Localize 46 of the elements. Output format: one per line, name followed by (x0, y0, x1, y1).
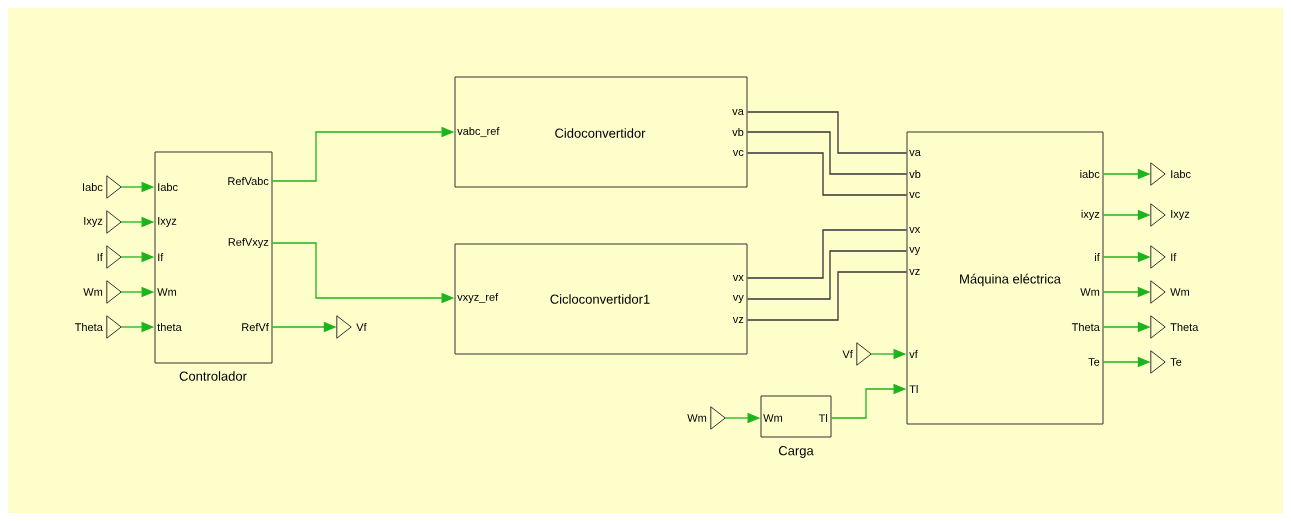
port-label: vy (732, 294, 744, 304)
port-label: Tl (818, 414, 828, 422)
port-label: Wm (1080, 288, 1100, 296)
terminal-label: If (97, 253, 103, 261)
port-label: iabc (1080, 169, 1100, 179)
terminal-label: Iabc (1171, 169, 1191, 179)
terminal-label: Wm (687, 414, 707, 422)
port-label: RefVxyz (228, 237, 269, 249)
port-label: vx (732, 275, 744, 281)
port-label: vy (909, 246, 921, 256)
port-label: Wm (157, 288, 177, 296)
terminal-label: Ixyz (1171, 210, 1190, 220)
port-label: RefVf (242, 322, 269, 332)
port-label: ixyz (1081, 209, 1100, 221)
terminal-label: Vf (842, 350, 853, 358)
terminal-label: Te (1170, 358, 1182, 366)
port-label: vxyz_ref (457, 292, 499, 304)
port-label: vz (732, 317, 744, 323)
port-label: Te (1088, 358, 1100, 366)
terminal-label: Wm (83, 288, 103, 296)
terminal-label: Theta (74, 322, 103, 332)
port-label: vc (909, 192, 920, 198)
port-label: RefVabc (228, 176, 269, 186)
port-label: vabc_ref (457, 126, 500, 138)
port-label: Ixyz (158, 217, 177, 227)
port-label: Theta (1071, 322, 1100, 332)
terminal-label: Iabc (83, 182, 103, 192)
port-label: va (732, 109, 744, 115)
port-label: If (158, 253, 164, 261)
port-label: vc (732, 150, 744, 156)
port-label: Iabc (158, 182, 178, 192)
port-label: vb (732, 127, 744, 137)
port-label: va (909, 150, 921, 156)
terminal-label: If (1171, 253, 1177, 261)
port-label: theta (157, 322, 182, 332)
port-label: Wm (763, 414, 783, 422)
port-label: vx (909, 227, 921, 233)
terminal-label: Vf (356, 323, 367, 331)
terminal-label: Wm (1170, 288, 1189, 296)
terminal-label: Ixyz (84, 217, 103, 227)
port-label: vb (909, 169, 921, 179)
port-label: Tl (909, 385, 918, 393)
terminal-label: Theta (1170, 322, 1199, 332)
port-label: if (1095, 253, 1100, 261)
port-label: vf (909, 350, 918, 358)
port-label: vz (909, 269, 920, 275)
